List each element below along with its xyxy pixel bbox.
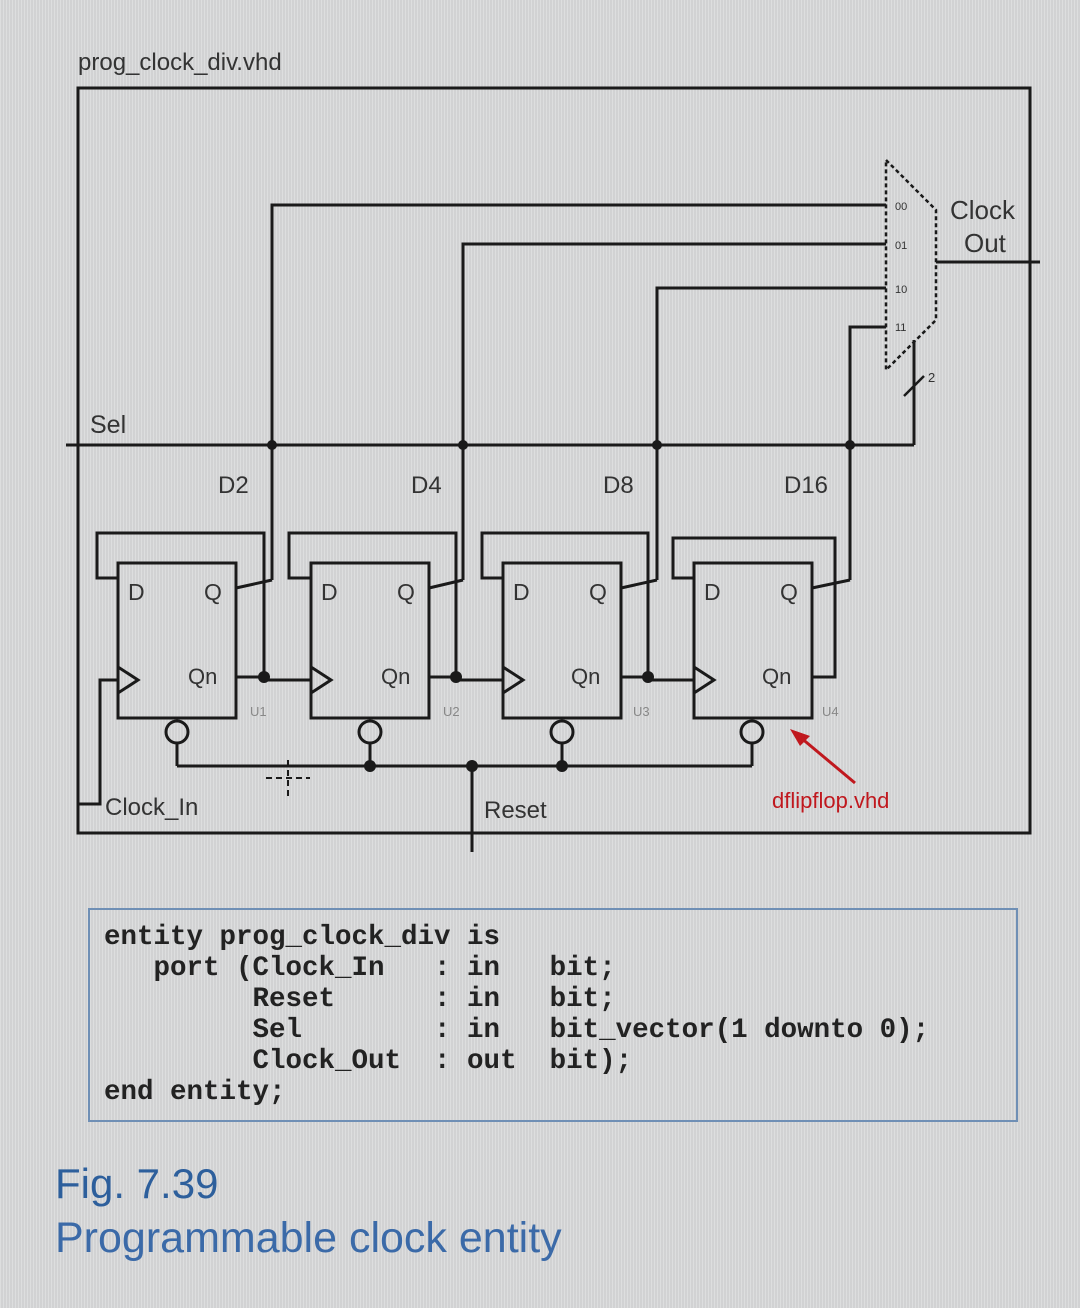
vhdl-code: entity prog_clock_div is port (Clock_In … <box>104 922 929 1108</box>
mux-input-00: 00 <box>895 201 907 213</box>
ff-body-u1 <box>116 561 238 720</box>
clock-in-label: Clock_In <box>105 794 198 821</box>
d8-tap-wire <box>655 286 886 580</box>
pin-q-u2: Q <box>397 579 415 605</box>
reset-bubble-u4 <box>739 719 765 745</box>
pin-d-u4: D <box>704 579 721 605</box>
q-stub-u3 <box>620 578 658 590</box>
clk-tri-u4 <box>693 665 717 695</box>
pin-q-u1: Q <box>204 579 222 605</box>
annotation-arrow <box>790 729 856 785</box>
pin-d-u3: D <box>513 579 530 605</box>
instance-u1: U1 <box>250 704 267 719</box>
annotation-label: dflipflop.vhd <box>772 788 889 813</box>
code-line-2: port (Clock_In : in bit; <box>104 953 616 984</box>
reset-label: Reset <box>484 797 547 824</box>
code-line-5: Clock_Out : out bit); <box>104 1046 633 1077</box>
figure-caption: Programmable clock entity <box>55 1214 562 1262</box>
reset-bubble-u2 <box>357 719 383 745</box>
divider-label-d4: D4 <box>411 472 442 499</box>
clk-tri-u3 <box>502 665 526 695</box>
mux-input-10: 10 <box>895 284 907 296</box>
clk-tri-u2 <box>310 665 334 695</box>
mux-input-01: 01 <box>895 240 907 252</box>
bus-width-label: 2 <box>928 370 935 385</box>
pin-q-u4: Q <box>780 579 798 605</box>
clock-in-wire <box>78 678 118 806</box>
junction-dots <box>258 440 855 772</box>
feedback-u2 <box>287 531 458 679</box>
code-line-6: end entity; <box>104 1077 286 1108</box>
circuit-diagram: prog_clock_div.vhd Sel Clock_In Reset Cl… <box>66 49 1040 852</box>
feedback-u4 <box>671 536 837 679</box>
d4-tap-wire <box>461 242 886 580</box>
mux-shape <box>884 156 938 374</box>
ff-body-u2 <box>309 561 431 720</box>
clock-out-label-2: Out <box>964 228 1007 258</box>
d16-tap-wire <box>848 325 886 580</box>
divider-label-d16: D16 <box>784 472 828 499</box>
pin-qn-u2: Qn <box>381 664 410 689</box>
pin-qn-u3: Qn <box>571 664 600 689</box>
instance-u2: U2 <box>443 704 460 719</box>
ff-body-u3 <box>501 561 623 720</box>
q-stub-u4 <box>811 578 851 590</box>
pin-qn-u4: Qn <box>762 664 791 689</box>
pin-d-u2: D <box>321 579 338 605</box>
code-line-4: Sel : in bit_vector(1 downto 0); <box>104 1015 930 1046</box>
code-line-3: Reset : in bit; <box>104 984 616 1015</box>
clk-tri-u1 <box>117 665 141 695</box>
pin-d-u1: D <box>128 579 145 605</box>
clock-out-label: Clock <box>950 195 1016 225</box>
d2-tap-wire <box>270 203 886 580</box>
mux-input-11: 11 <box>895 322 906 334</box>
figure-label: Fig. 7.39 <box>55 1160 219 1207</box>
sel-label: Sel <box>90 411 126 439</box>
divider-label-d2: D2 <box>218 472 249 499</box>
pin-q-u3: Q <box>589 579 607 605</box>
instance-u3: U3 <box>633 704 650 719</box>
divider-label-d8: D8 <box>603 472 634 499</box>
code-line-1: entity prog_clock_div is <box>104 922 501 953</box>
ff-body-u4 <box>692 561 814 720</box>
instance-u4: U4 <box>822 704 839 719</box>
reset-bubble-u3 <box>549 719 575 745</box>
q-stub-u2 <box>428 578 464 590</box>
entity-code-box: entity prog_clock_div is port (Clock_In … <box>88 908 1018 1122</box>
entity-boundary <box>76 86 1032 835</box>
pin-qn-u1: Qn <box>188 664 217 689</box>
bus-slash <box>903 375 925 397</box>
q-stub-u1 <box>235 578 273 590</box>
file-label: prog_clock_div.vhd <box>78 49 282 76</box>
feedback-u3 <box>480 531 650 679</box>
feedback-u1 <box>95 531 266 679</box>
reset-bubble-u1 <box>164 719 190 745</box>
